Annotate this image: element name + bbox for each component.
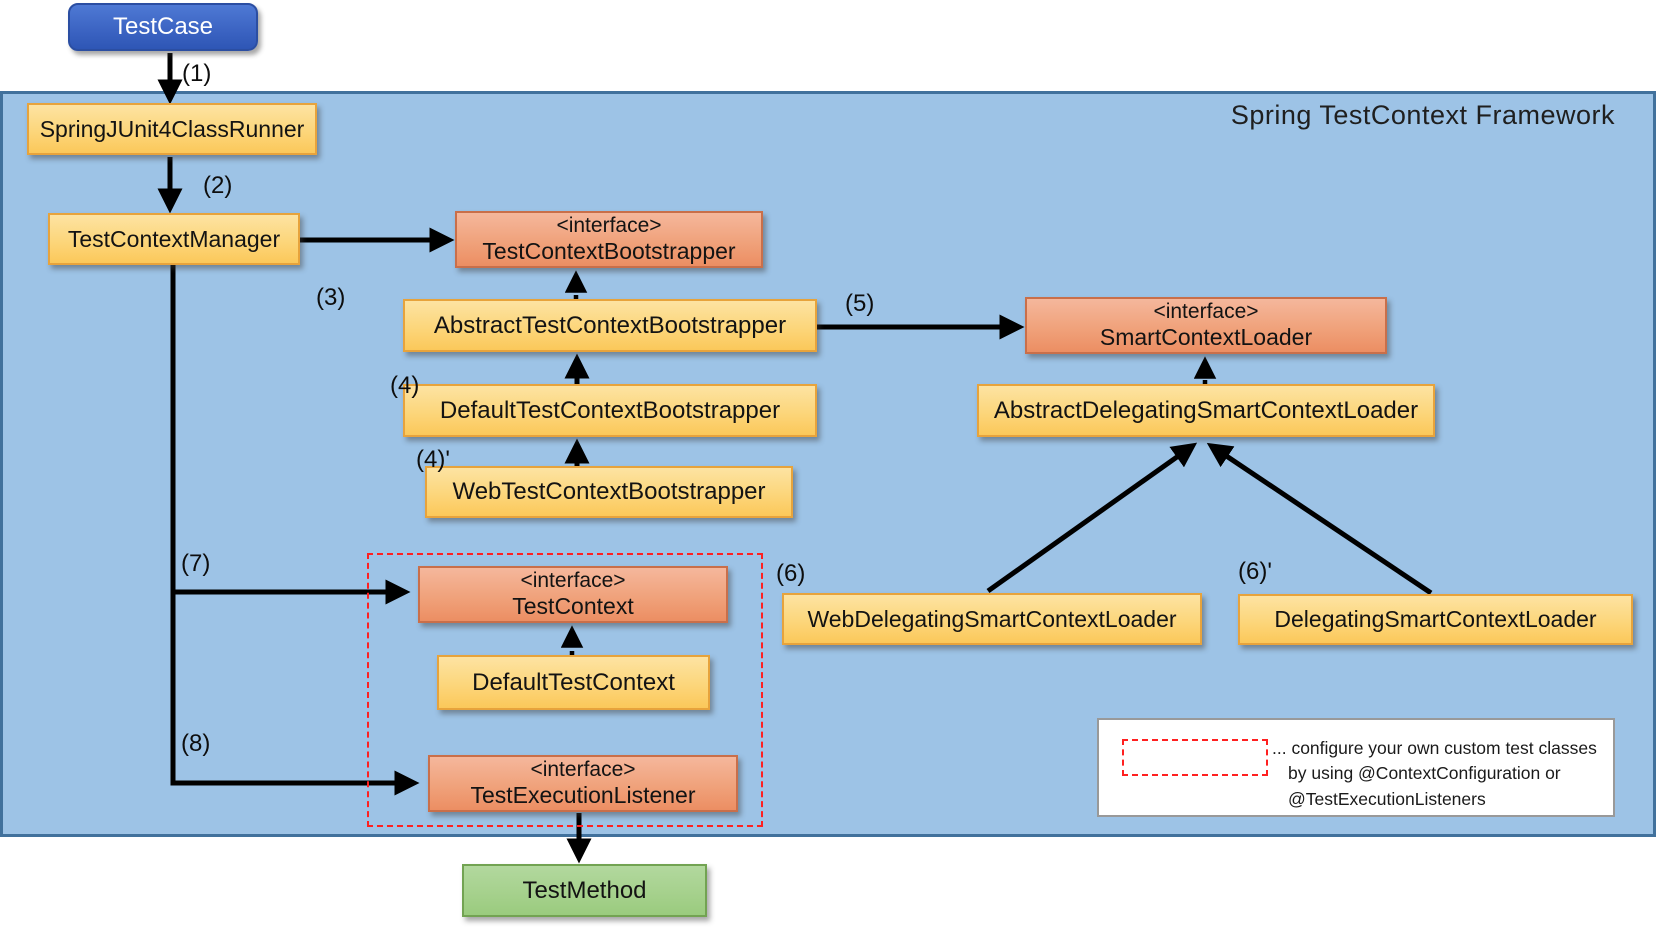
node-defaulttestcontextbootstrapper: DefaultTestContextBootstrapper <box>403 384 817 437</box>
node-springjunit4classrunner: SpringJUnit4ClassRunner <box>27 103 317 155</box>
step-label-6p: (6)' <box>1238 558 1272 585</box>
legend-dashed-swatch <box>1122 739 1268 776</box>
node-testmethod: TestMethod <box>462 864 707 917</box>
legend-text: ... configure your own custom test class… <box>1272 736 1607 812</box>
node-testexecutionlistener-label: TestExecutionListener <box>470 782 696 809</box>
stereotype-label: <interface> <box>520 569 626 593</box>
stereotype-label: <interface> <box>530 758 636 782</box>
node-testcase: TestCase <box>68 3 258 51</box>
node-testexecutionlistener-interface: <interface> TestExecutionListener <box>428 755 738 812</box>
node-testmethod-label: TestMethod <box>522 876 647 904</box>
stereotype-label: <interface> <box>556 214 662 238</box>
node-webdelegatingsmartcontextloader: WebDelegatingSmartContextLoader <box>782 593 1202 645</box>
step-label-8: (8) <box>181 730 211 757</box>
legend-line-1: ... configure your own custom test class… <box>1272 738 1597 758</box>
node-testcase-label: TestCase <box>112 13 214 41</box>
node-webtestcontextbootstrapper: WebTestContextBootstrapper <box>425 466 793 518</box>
node-webtestcontextbootstrapper-label: WebTestContextBootstrapper <box>452 478 766 506</box>
node-delegatingsmartcontextloader: DelegatingSmartContextLoader <box>1238 594 1633 645</box>
node-defaulttestcontextbootstrapper-label: DefaultTestContextBootstrapper <box>439 396 781 424</box>
node-abstracttestcontextbootstrapper-label: AbstractTestContextBootstrapper <box>433 311 787 339</box>
frame-title: Spring TestContext Framework <box>1230 100 1615 130</box>
node-testcontextbootstrapper-interface: <interface> TestContextBootstrapper <box>455 211 763 268</box>
node-smartcontextloader-label: SmartContextLoader <box>1099 324 1313 351</box>
node-webdelegatingsmartcontextloader-label: WebDelegatingSmartContextLoader <box>807 605 1177 632</box>
custom-classes-dashed-group <box>367 553 763 827</box>
node-abstractdelegatingsmartcontextloader: AbstractDelegatingSmartContextLoader <box>977 384 1435 437</box>
node-abstractdelegatingsmartcontextloader-label: AbstractDelegatingSmartContextLoader <box>993 396 1419 424</box>
step-label-3: (3) <box>316 284 346 311</box>
node-testcontextbootstrapper-label: TestContextBootstrapper <box>482 238 736 265</box>
step-label-4p: (4)' <box>416 446 450 473</box>
node-abstracttestcontextbootstrapper: AbstractTestContextBootstrapper <box>403 299 817 352</box>
legend-line-2: by using @ContextConfiguration or <box>1288 763 1561 784</box>
stereotype-label: <interface> <box>1153 300 1259 324</box>
step-label-2: (2) <box>203 172 233 199</box>
node-defaulttestcontext-label: DefaultTestContext <box>472 668 675 696</box>
step-label-1: (1) <box>182 60 212 87</box>
step-label-5: (5) <box>845 290 875 317</box>
step-label-7: (7) <box>181 550 211 577</box>
step-label-4: (4) <box>390 372 420 399</box>
step-label-6: (6) <box>776 560 806 587</box>
node-delegatingsmartcontextloader-label: DelegatingSmartContextLoader <box>1274 606 1597 633</box>
node-defaulttestcontext: DefaultTestContext <box>437 655 710 710</box>
node-testcontext-label: TestContext <box>512 593 634 620</box>
legend: ... configure your own custom test class… <box>1097 718 1615 817</box>
node-springjunit4classrunner-label: SpringJUnit4ClassRunner <box>39 115 305 142</box>
node-smartcontextloader-interface: <interface> SmartContextLoader <box>1025 297 1387 354</box>
node-testcontextmanager: TestContextManager <box>48 213 300 265</box>
node-testcontextmanager-label: TestContextManager <box>67 225 281 252</box>
node-testcontext-interface: <interface> TestContext <box>418 566 728 623</box>
legend-line-3: @TestExecutionListeners <box>1288 788 1486 809</box>
